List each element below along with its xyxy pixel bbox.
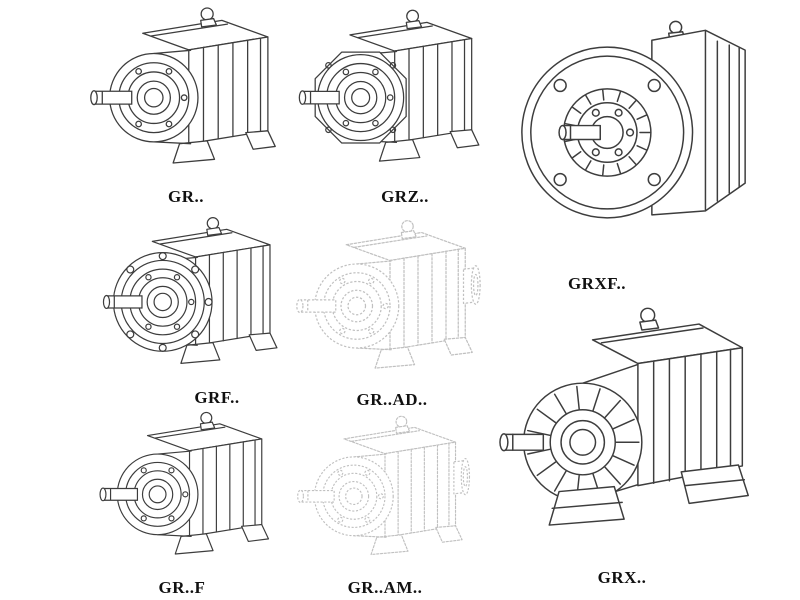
label-grx: GRX.. bbox=[597, 568, 647, 587]
figure-gr-am bbox=[290, 411, 480, 575]
figure-gr bbox=[88, 2, 284, 186]
label-gr-am: GR..AM.. bbox=[347, 578, 423, 597]
gearbox-gr-ad-drawing bbox=[296, 220, 481, 369]
gearbox-grxf-drawing bbox=[521, 20, 746, 219]
label-grf: GRF.. bbox=[194, 388, 240, 407]
label-grz: GRZ.. bbox=[381, 187, 429, 206]
gearbox-grz-drawing bbox=[298, 9, 480, 162]
gearbox-gr-drawing bbox=[90, 7, 276, 164]
figure-grf bbox=[95, 212, 291, 385]
label-gr-ad: GR..AD.. bbox=[356, 390, 428, 409]
gearbox-gr-am-drawing bbox=[297, 415, 471, 556]
gearbox-grf-drawing bbox=[102, 217, 278, 364]
figure-gr-f bbox=[90, 407, 284, 575]
figure-gr-ad bbox=[292, 215, 488, 390]
gearbox-grx-drawing bbox=[499, 307, 749, 526]
figure-grxf bbox=[505, 0, 763, 266]
figure-grz bbox=[298, 2, 486, 186]
label-grxf: GRXF.. bbox=[567, 274, 627, 293]
gearbox-gr-f-drawing bbox=[99, 411, 270, 555]
label-gr-f: GR..F bbox=[158, 578, 206, 597]
label-gr: GR.. bbox=[168, 187, 204, 206]
figure-grx bbox=[498, 298, 764, 560]
